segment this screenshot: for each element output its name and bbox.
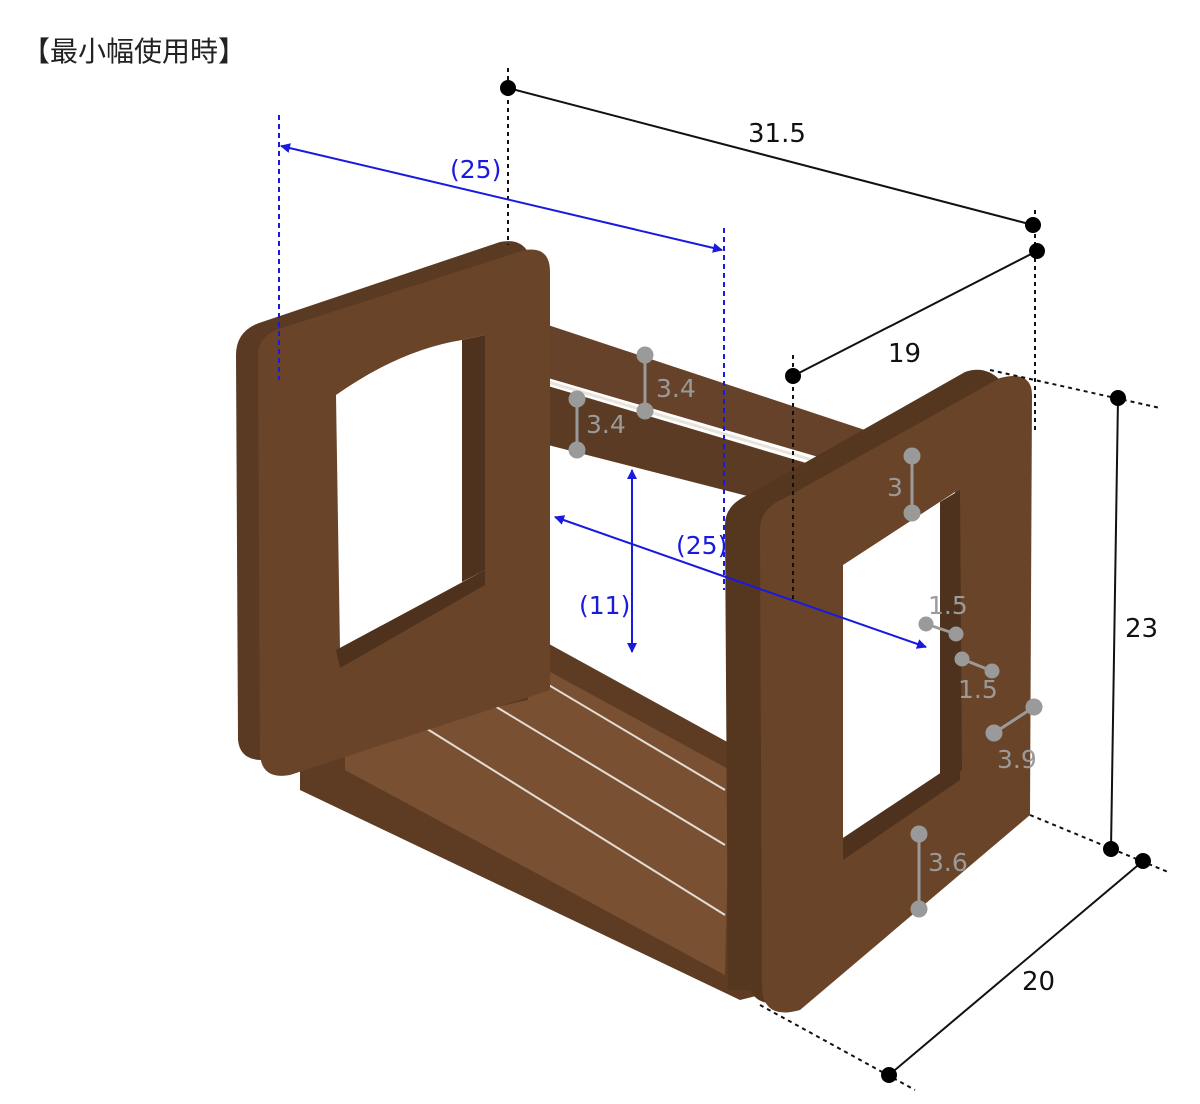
rail-lower-label: 3.4	[586, 410, 626, 439]
inner-height-label: (11)	[579, 591, 630, 620]
frame-inner-1-label: 1.5	[928, 591, 968, 620]
left-end-panel	[236, 241, 550, 776]
black-dimension-lines	[507, 68, 1169, 1091]
frame-inner-2-label: 1.5	[958, 675, 998, 704]
overall-width-label: 31.5	[748, 119, 806, 149]
max-span-top-label: (25)	[450, 155, 501, 184]
rail-upper-label: 3.4	[656, 374, 696, 403]
gray-detail-lines	[568, 346, 1043, 918]
frame-top-label: 3	[887, 473, 903, 502]
frame-side-label: 3.9	[997, 745, 1037, 774]
frame-bottom-label: 3.6	[928, 848, 968, 877]
right-end-panel	[725, 369, 1032, 1013]
depth-bottom-label: 20	[1022, 967, 1055, 997]
diagram-title: 【最小幅使用時】	[22, 35, 247, 68]
black-dimension-dots	[500, 80, 1151, 1083]
depth-top-label: 19	[888, 339, 921, 369]
max-span-inner-label: (25)	[676, 531, 727, 560]
blue-dimension-lines	[278, 115, 927, 653]
height-label: 23	[1125, 614, 1158, 644]
